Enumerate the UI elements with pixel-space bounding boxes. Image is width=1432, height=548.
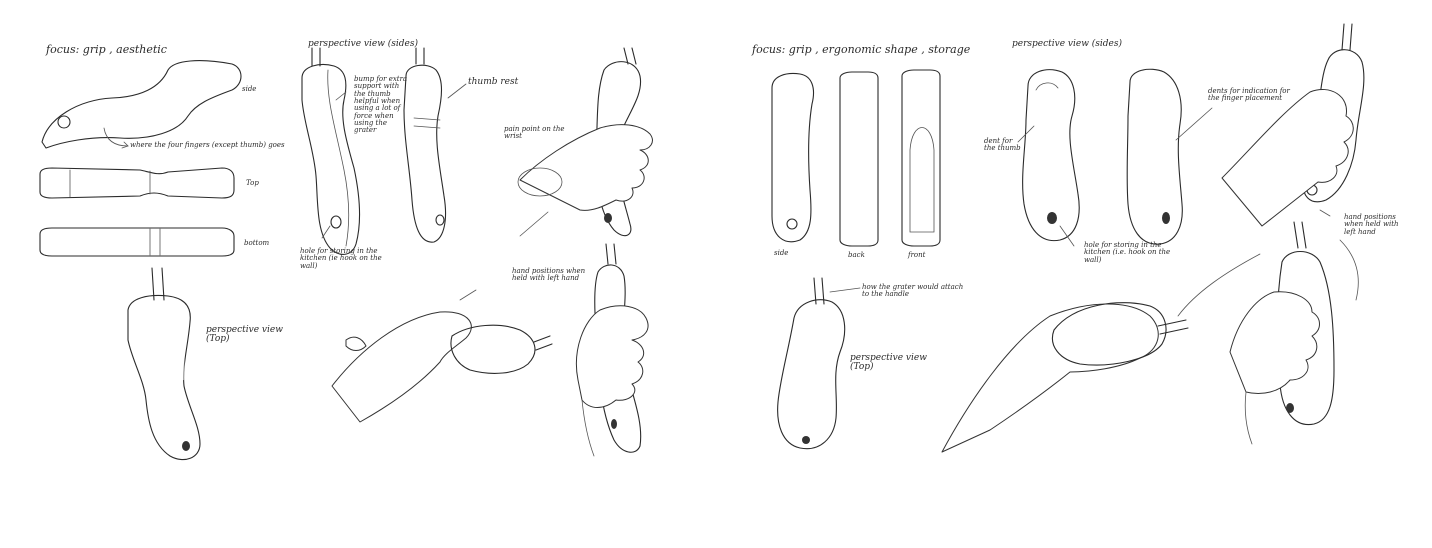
right-perspective-sides-title: perspective view (sides) (1012, 39, 1122, 49)
right-front-view-handle (901, 69, 941, 247)
right-label-side: side (774, 249, 789, 257)
callout-bump (335, 91, 347, 101)
right-perspective-sides-2 (1126, 68, 1183, 245)
left-label-bottom: bottom (244, 239, 270, 247)
pain-point-circle (517, 167, 563, 197)
left-bottom-view-handle (39, 227, 235, 257)
callout-thumb-rest (447, 83, 467, 99)
left-note-hand-positions: hand positions when held with left hand (512, 267, 586, 283)
right-perspective-sides-1 (1022, 69, 1080, 242)
left-hand-holding-flat (331, 289, 553, 423)
arrow-head (121, 141, 129, 149)
left-top-view-handle (39, 167, 235, 199)
left-perspective-top-handle (127, 267, 201, 461)
callout-hole-right (1059, 225, 1075, 247)
right-side-view-handle (771, 72, 815, 243)
right-note-hand-positions: hand positions when held with left hand (1344, 213, 1399, 236)
left-label-top: Top (246, 179, 259, 187)
callout-dents-fingers (1175, 107, 1213, 141)
left-label-thumb-rest: thumb rest (468, 77, 519, 87)
right-note-dents-fingers: dents for indication for the finger plac… (1208, 87, 1290, 103)
hanging-hole (57, 115, 71, 129)
left-hand-holding-vertical (575, 243, 649, 457)
right-perspective-top-handle (777, 277, 846, 450)
left-note-pain-point: pain point on the wrist (504, 125, 565, 141)
right-note-dent-thumb: dent for the thumb (984, 137, 1021, 153)
callout-hole-left (321, 225, 331, 239)
left-side-view-handle (41, 60, 242, 149)
right-label-front: front (908, 251, 926, 259)
right-label-back: back (848, 251, 865, 259)
left-perspective-sides-2 (403, 47, 447, 243)
callout-grater (829, 287, 861, 293)
left-label-side: side (242, 85, 257, 93)
left-focus-title: focus: grip , aesthetic (46, 43, 167, 56)
right-hand-holding-flat (941, 302, 1189, 453)
left-perspective-sides-title: perspective view (sides) (308, 39, 418, 49)
right-back-view-handle (839, 71, 879, 247)
right-perspective-top-title: perspective view (Top) (850, 353, 927, 373)
left-note-bump: bump for extra support with the thumb he… (354, 75, 408, 135)
right-note-grater: how the grater would attach to the handl… (862, 283, 964, 299)
callout-hand-right (1319, 209, 1331, 217)
right-hand-holding-vertical (1177, 221, 1359, 445)
left-perspective-top-title: perspective view (Top) (206, 325, 283, 345)
callout-arrow (103, 127, 129, 147)
right-hand-holding-upright (1221, 23, 1365, 227)
left-hand-holding-upright (517, 47, 653, 237)
callout-dent-thumb (1017, 125, 1035, 143)
right-focus-title: focus: grip , ergonomic shape , storage (752, 43, 971, 56)
left-perspective-sides-1 (301, 47, 361, 255)
left-note-four-fingers: where the four fingers (except thumb) go… (130, 141, 285, 149)
left-note-hole: hole for storing in the kitchen (ie hook… (300, 247, 382, 270)
right-note-hole: hole for storing in the kitchen (i.e. ho… (1084, 241, 1171, 264)
